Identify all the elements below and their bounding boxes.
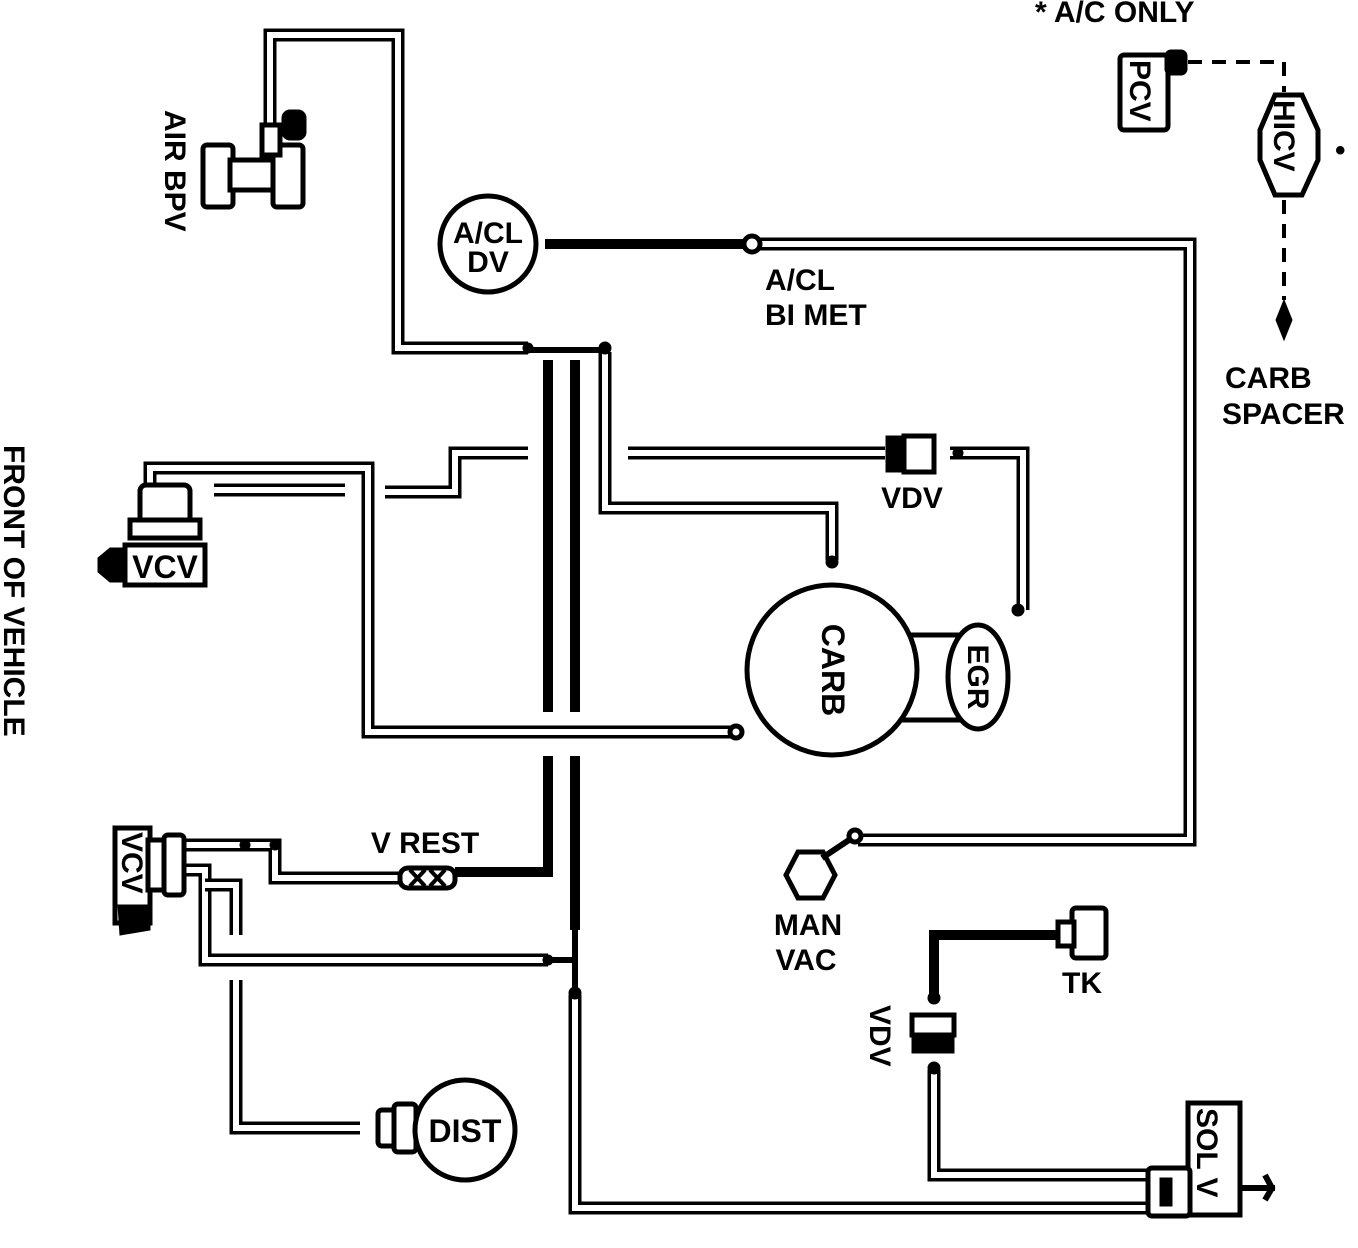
svg-text:EGR: EGR (961, 644, 994, 709)
acl-dv-valve: A/CL DV (437, 193, 539, 295)
manifold-vacuum-fitting: MAN VAC (774, 827, 864, 977)
svg-text:CARB: CARB (815, 624, 851, 716)
svg-text:PCV: PCV (1123, 60, 1156, 122)
air-bpv-label: AIR BPV (158, 110, 191, 232)
hicv-asterisk: • (1335, 134, 1346, 167)
vcv-valve-top: VCV (97, 482, 208, 588)
carb-port (727, 723, 745, 741)
carb-spacer-label-1: CARB (1225, 362, 1312, 395)
connector-dots (239, 341, 1025, 1075)
hose-vdv-solv (927, 1070, 1148, 1182)
svg-text:A/CL: A/CL (453, 217, 523, 250)
acl-bimet-label-2: BI MET (765, 299, 867, 332)
svg-text:DV: DV (467, 246, 509, 279)
svg-text:SOL V: SOL V (1190, 1108, 1223, 1197)
svg-text:VCV: VCV (115, 832, 148, 894)
hose-dist (229, 980, 360, 1135)
hose-network (143, 28, 1197, 1215)
carburetor: CARB (744, 582, 973, 758)
pcv-valve: PCV (1117, 49, 1188, 133)
solenoid-valve: SOL V (1145, 1100, 1243, 1219)
svg-text:VCV: VCV (132, 549, 198, 585)
acl-bimet-label-1: A/CL (765, 264, 835, 297)
distributor: DIST (375, 1077, 518, 1183)
front-of-vehicle-label: FRONT OF VEHICLE (0, 445, 30, 737)
v-rest-valve: V REST (371, 827, 479, 891)
hose-vdv-egr (950, 446, 1030, 610)
svg-text:DIST: DIST (429, 1113, 502, 1149)
ac-only-label: * A/C ONLY (1035, 0, 1194, 29)
vcv-valve-bottom: VCV (112, 825, 187, 936)
egr-valve: EGR (945, 622, 1011, 732)
hose-vcv-vrest (185, 838, 400, 885)
svg-text:TK: TK (1062, 967, 1102, 1000)
svg-text:MAN: MAN (774, 909, 842, 942)
carb-spacer-label-2: SPACER (1222, 398, 1345, 431)
tk-sensor: TK (1055, 905, 1109, 1000)
carb-spacer-fitting-icon (1275, 298, 1293, 342)
svg-text:HICV: HICV (1267, 100, 1300, 172)
acl-bimet-port (741, 233, 763, 255)
hicv-valve: HICV (1257, 92, 1321, 198)
svg-text:V REST: V REST (371, 827, 479, 860)
vdv-valve-top: VDV (881, 433, 943, 515)
air-bpv-valve (200, 109, 307, 210)
solid-lines (455, 239, 1276, 1202)
svg-text:VAC: VAC (775, 944, 836, 977)
dashed-line-pcv-hicv (1188, 60, 1286, 92)
svg-text:VDV: VDV (863, 1005, 896, 1067)
svg-text:VDV: VDV (881, 482, 943, 515)
vdv-valve-bottom: VDV (863, 1005, 957, 1067)
